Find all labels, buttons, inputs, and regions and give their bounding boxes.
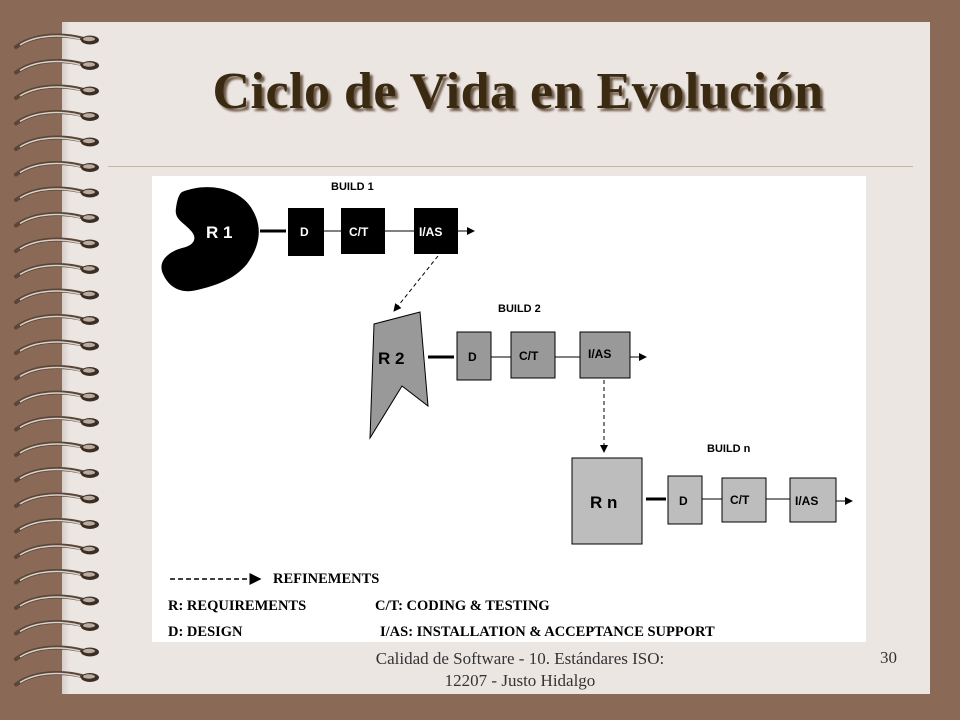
- spiral-coil: [14, 645, 99, 661]
- spiral-coil: [14, 416, 99, 432]
- design-n-label: D: [679, 494, 688, 508]
- slide-footer: Calidad de Software - 10. Estándares ISO…: [330, 648, 710, 692]
- design-2-label: D: [468, 350, 477, 364]
- build-1-title: BUILD 1: [331, 181, 374, 193]
- installation-2-box: [579, 331, 631, 379]
- spiral-coil: [14, 594, 99, 610]
- design-2-box: [456, 331, 492, 381]
- spiral-coil: [14, 314, 99, 330]
- requirements-1-label: R 1: [206, 223, 232, 242]
- spiral-coil: [14, 441, 99, 457]
- spiral-coil: [14, 110, 99, 126]
- spiral-coil: [14, 365, 99, 381]
- legend-requirements: R: REQUIREMENTS: [168, 598, 307, 614]
- spiral-coil: [14, 186, 99, 202]
- refinement-arrow-1: [393, 255, 439, 312]
- spiral-coil: [14, 84, 99, 100]
- spiral-coil: [14, 543, 99, 559]
- paper-shade: [62, 22, 70, 694]
- legend-design: D: DESIGN: [168, 624, 243, 640]
- requirements-2-shape: [369, 311, 429, 440]
- coding-n-box: [721, 477, 767, 523]
- footer-line-1: Calidad de Software - 10. Estándares ISO…: [375, 649, 665, 668]
- build-n-title: BUILD n: [707, 443, 751, 455]
- spiral-coil: [14, 59, 99, 75]
- coding-1-box: [341, 208, 385, 254]
- design-1-label: D: [300, 225, 309, 239]
- footer-line-2: 12207 - Justo Hidalgo: [444, 671, 596, 690]
- design-n-box: [667, 475, 703, 525]
- coding-2-label: C/T: [519, 349, 539, 363]
- installation-2-label: I/AS: [588, 347, 611, 361]
- spiral-coil: [14, 263, 99, 279]
- spiral-coil: [14, 212, 99, 228]
- requirements-n-label: R n: [590, 493, 617, 512]
- spiral-coil: [14, 390, 99, 406]
- diagram-canvas: BUILD 1 R 1 D C/T I/AS BUILD 2 R 2 D C: [161, 181, 853, 585]
- build-2-title: BUILD 2: [498, 303, 541, 315]
- legend-coding: C/T: CODING & TESTING: [375, 598, 550, 614]
- requirements-n-box: [571, 457, 643, 545]
- slide-title: Ciclo de Vida en Evolución: [212, 63, 824, 120]
- page-number: 30: [880, 648, 897, 667]
- requirements-2-label: R 2: [378, 349, 404, 368]
- spiral-coil: [14, 569, 99, 585]
- spiral-coil: [14, 492, 99, 508]
- coding-n-label: C/T: [730, 493, 750, 507]
- requirements-1-blob: [161, 187, 259, 292]
- spiral-coil: [14, 339, 99, 355]
- installation-n-box: [789, 477, 837, 523]
- coding-1-label: C/T: [349, 225, 369, 239]
- title-divider: [108, 166, 913, 167]
- coding-2-box: [510, 331, 556, 379]
- evolution-diagram: BUILD 1 R 1 D C/T I/AS BUILD 2 R 2 D C: [152, 176, 866, 642]
- spiral-binding: [14, 33, 99, 687]
- installation-1-box: [414, 208, 458, 254]
- spiral-coil: [14, 161, 99, 177]
- design-1-box: [288, 208, 324, 256]
- spiral-coil: [14, 135, 99, 151]
- legend-refinements: REFINEMENTS: [273, 571, 380, 587]
- spiral-coil: [14, 288, 99, 304]
- spiral-coil: [14, 518, 99, 534]
- spiral-coil: [14, 671, 99, 687]
- spiral-coil: [14, 33, 99, 49]
- spiral-coil: [14, 237, 99, 253]
- spiral-coil: [14, 467, 99, 483]
- legend-installation: I/AS: INSTALLATION & ACCEPTANCE SUPPORT: [380, 624, 715, 640]
- installation-1-label: I/AS: [419, 225, 442, 239]
- installation-n-label: I/AS: [795, 494, 818, 508]
- spiral-coil: [14, 620, 99, 636]
